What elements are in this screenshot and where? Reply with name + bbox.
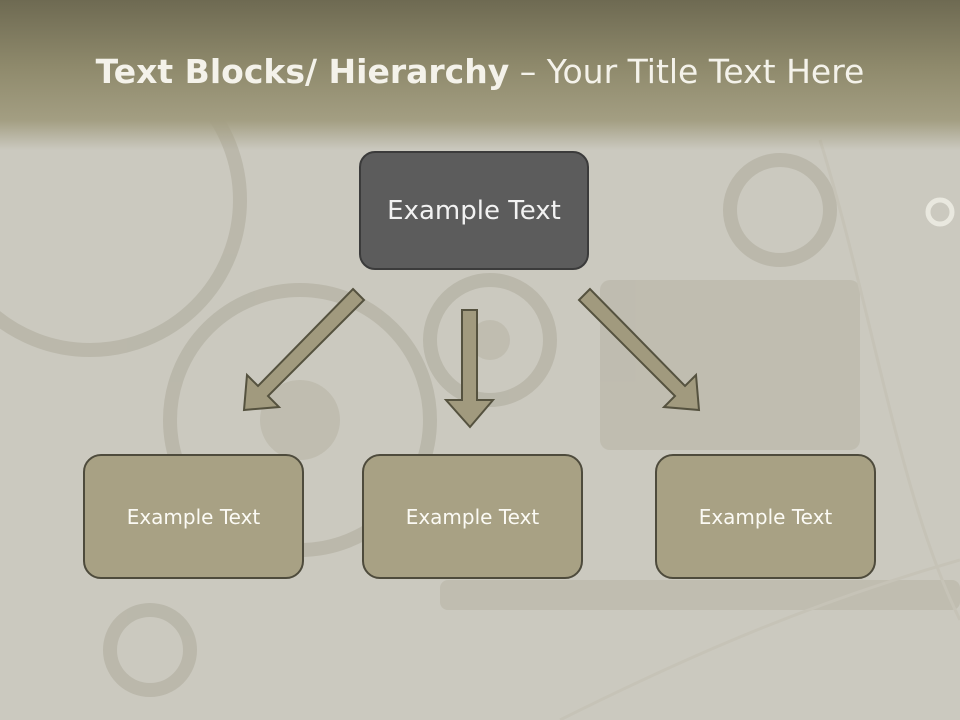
child-box-2[interactable]: Example Text — [362, 454, 583, 579]
arrow-left — [242, 287, 366, 412]
title-rest: Your Title Text Here — [546, 52, 865, 91]
root-box[interactable]: Example Text — [359, 151, 589, 270]
title-separator: – — [509, 52, 547, 91]
child-box-1[interactable]: Example Text — [83, 454, 304, 579]
root-label: Example Text — [387, 195, 561, 226]
child-label-1: Example Text — [126, 504, 261, 529]
child-label-3: Example Text — [698, 504, 833, 529]
title-bold: Text Blocks/ Hierarchy — [95, 52, 510, 91]
title-band — [0, 0, 960, 150]
small-gear-icon — [925, 197, 955, 227]
slide-title: Text Blocks/ Hierarchy – Your Title Text… — [0, 52, 960, 91]
child-box-3[interactable]: Example Text — [655, 454, 876, 579]
arrow-center — [443, 309, 496, 429]
child-label-2: Example Text — [405, 504, 540, 529]
arrow-right — [577, 287, 701, 412]
